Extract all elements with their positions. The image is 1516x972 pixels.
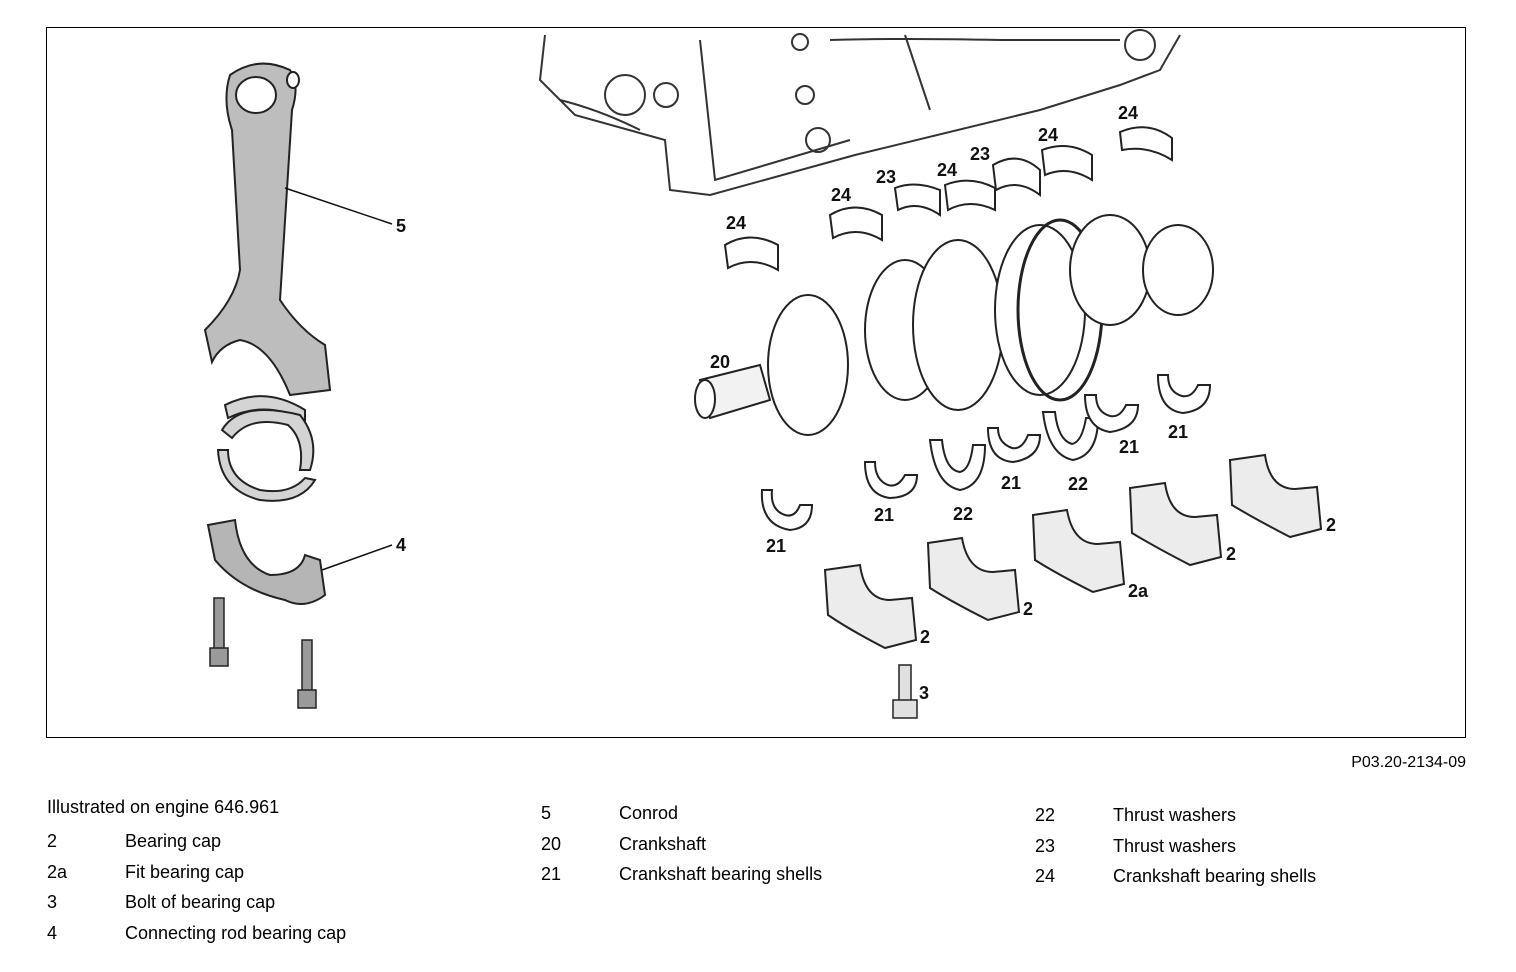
legend-text: Thrust washers <box>1113 805 1237 825</box>
legend-number: 4 <box>47 922 58 943</box>
illustration-caption: Illustrated on engine 646.961 <box>47 797 280 817</box>
legend-number: 24 <box>1035 866 1056 886</box>
callout-23: 23 <box>876 167 896 187</box>
engine-block-outline <box>538 29 1181 197</box>
main-bearing-caps <box>823 453 1323 650</box>
conrod-drawing <box>203 62 332 397</box>
legend-number: 5 <box>541 803 552 823</box>
conrod-bolts <box>209 597 317 709</box>
figure-reference: P03.20-2134-09 <box>1351 754 1466 771</box>
callout-24: 24 <box>1118 103 1138 123</box>
callout-22: 22 <box>953 504 973 524</box>
legend-text: Thrust washers <box>1113 835 1237 856</box>
callout-labels: 5 4 20 24 24 23 24 23 24 24 21 21 22 21 … <box>396 103 1336 703</box>
lower-bearing-shells <box>760 374 1212 532</box>
callout-24: 24 <box>726 213 746 233</box>
callout-24: 24 <box>937 160 957 180</box>
conrod-bearing-cap <box>206 518 327 605</box>
legend-number: 3 <box>47 892 58 912</box>
legend-text: Crankshaft bearing shells <box>1113 866 1317 886</box>
callout-2: 2 <box>1023 599 1033 619</box>
legend-number: 2a <box>47 861 68 882</box>
legend-text: Bearing cap <box>125 831 222 851</box>
callout-21: 21 <box>1119 437 1139 457</box>
legend-text: Connecting rod bearing cap <box>125 922 347 943</box>
diagram-frame <box>46 27 1466 738</box>
legend-number: 2 <box>47 831 58 851</box>
callout-20: 20 <box>710 352 730 372</box>
legend-number: 22 <box>1035 805 1056 825</box>
callout-3: 3 <box>919 683 929 703</box>
bearing-cap-bolt <box>892 664 918 719</box>
callout-21: 21 <box>874 505 894 525</box>
upper-bearing-shells <box>723 126 1173 272</box>
legend-number: 23 <box>1035 835 1056 856</box>
callout-2: 2 <box>920 627 930 647</box>
callout-23: 23 <box>970 144 990 164</box>
callout-2: 2 <box>1226 544 1236 564</box>
callout-24: 24 <box>831 185 851 205</box>
legend-number: 21 <box>541 864 562 884</box>
callout-5: 5 <box>396 216 406 236</box>
callout-21: 21 <box>1001 473 1021 493</box>
leader-lines <box>284 187 393 571</box>
callout-21: 21 <box>766 536 786 556</box>
legend-text: Conrod <box>619 803 679 823</box>
callout-2a: 2a <box>1128 581 1149 601</box>
callout-4: 4 <box>396 535 406 555</box>
crankshaft-drawing <box>694 214 1214 436</box>
callout-2: 2 <box>1326 515 1336 535</box>
conrod-bearing-shells <box>216 395 317 502</box>
callout-21: 21 <box>1168 422 1188 442</box>
callout-22: 22 <box>1068 474 1088 494</box>
callout-24: 24 <box>1038 125 1058 145</box>
legend-text: Crankshaft <box>619 833 707 854</box>
legend-number: 20 <box>541 833 562 854</box>
legend-text: Crankshaft bearing shells <box>619 864 823 884</box>
legend-text: Fit bearing cap <box>125 861 245 882</box>
legend-text: Bolt of bearing cap <box>125 892 276 912</box>
